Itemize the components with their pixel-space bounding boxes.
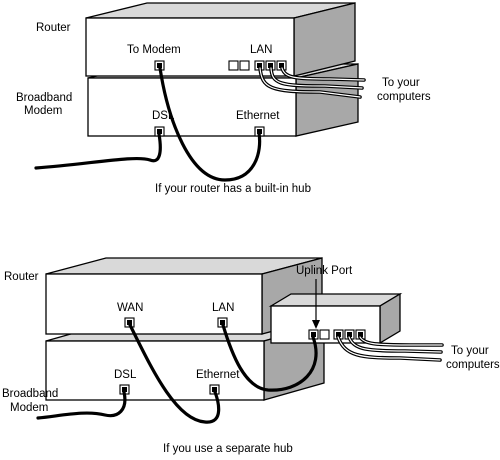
router-label-1: Router [36, 22, 71, 34]
diagram-separate-hub: DSL Ethernet WAN LAN [2, 257, 500, 455]
computers-label-2b: computers [446, 359, 500, 371]
caption-2: If you use a separate hub [163, 443, 293, 455]
router-1: To Modem LAN [85, 2, 356, 77]
wan-label: WAN [117, 302, 143, 314]
to-modem-label: To Modem [127, 44, 181, 56]
caption-1: If your router has a built-in hub [155, 183, 311, 195]
router-hub-cable [221, 323, 318, 392]
computers-label-1a: To your [382, 77, 420, 89]
hub-port-empty [319, 329, 330, 340]
lan-port-empty-1 [228, 60, 239, 71]
uplink-port-label: Uplink Port [296, 265, 353, 277]
router-modem-cable-1 [158, 66, 262, 182]
modem-label-1a: Broadband [16, 92, 72, 104]
computers-label-1b: computers [377, 91, 431, 103]
phone-line-cable-2 [36, 390, 127, 420]
router-label-2: Router [4, 271, 39, 283]
uplink-arrow [312, 279, 320, 329]
hub [268, 292, 403, 345]
modem-label-1b: Modem [24, 105, 62, 117]
ethernet-label-1: Ethernet [236, 110, 280, 122]
diagram-built-in-hub: DSL Ethernet To Modem LAN [16, 2, 431, 195]
lan-label-1: LAN [250, 44, 272, 56]
phone-line-cable-1 [34, 132, 162, 170]
modem-label-2a: Broadband [2, 388, 58, 400]
lan-port-empty-2 [239, 60, 250, 71]
dsl-label-2: DSL [114, 369, 137, 381]
hub-cables [336, 335, 444, 362]
lan-cables-1 [258, 66, 366, 99]
ethernet-label-2: Ethernet [196, 369, 240, 381]
modem-label-2b: Modem [10, 402, 48, 414]
cables-2 [36, 323, 444, 424]
router-modem-cable-2 [128, 323, 221, 424]
cables-1 [34, 66, 366, 182]
lan-label-2: LAN [212, 302, 234, 314]
computers-label-2a: To your [451, 345, 489, 357]
